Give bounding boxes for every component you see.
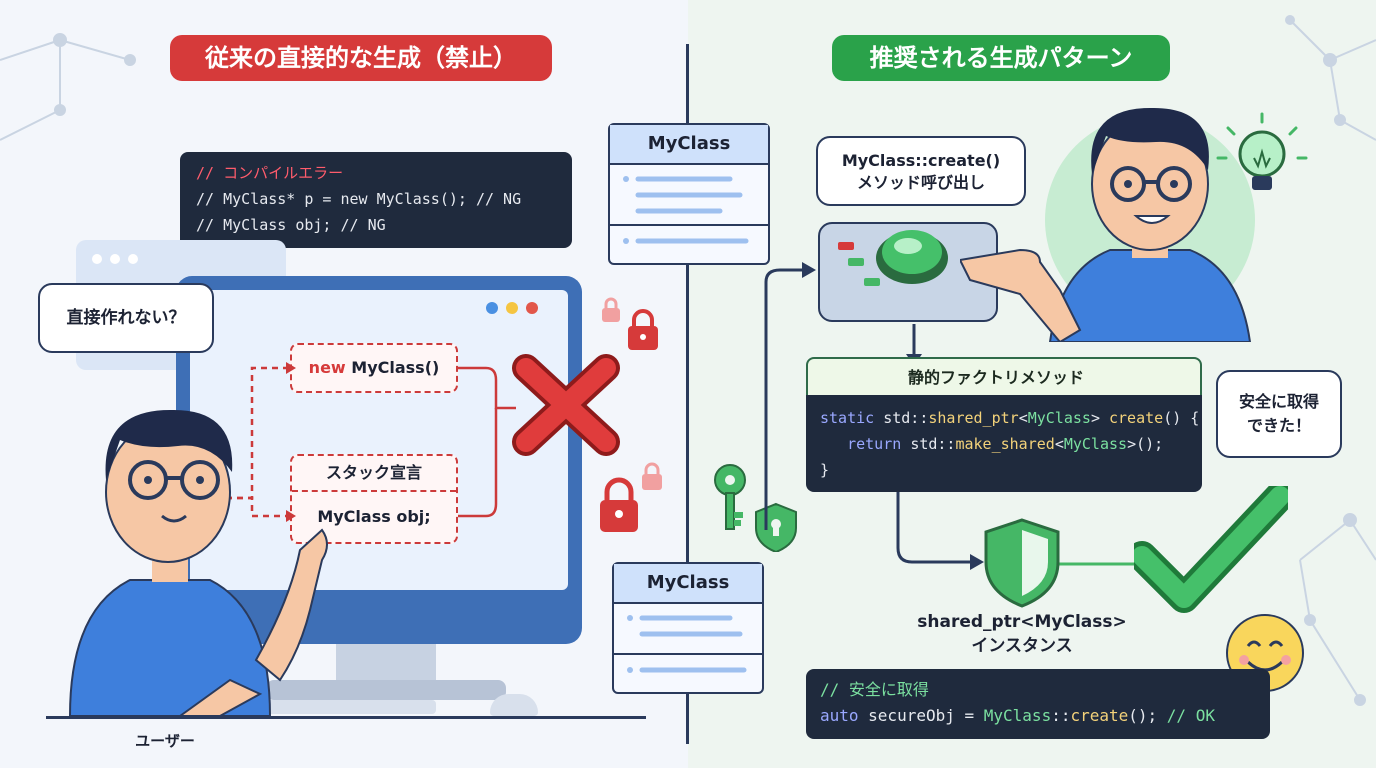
code-line: // MyClass* p = new MyClass(); // NG [196,190,522,208]
create-call-line2: メソッド呼び出し [856,173,985,192]
shield-icon [984,518,1060,608]
code-line: // 安全に取得 [820,680,929,699]
safe-usage-code: // 安全に取得 auto secureObj = MyClass::creat… [806,669,1270,739]
new-target: MyClass() [351,358,440,377]
code-token: >(); [1127,435,1164,453]
lock-icon [602,297,658,350]
instance-caption: shared_ptr<MyClass> インスタンス [902,610,1142,658]
lock-icon [600,462,662,532]
card-title: MyClass [610,125,768,165]
code-line: static std::shared_ptr<MyClass> create()… [820,405,1199,431]
code-token: std:: [910,435,956,453]
code-token: MyClass [983,706,1052,725]
safe-speech-bubble: 安全に取得 できた！ [1216,370,1342,458]
new-myclass-box: new MyClass() [290,343,458,393]
instance-label: インスタンス [971,636,1073,656]
card-lines-decoration [614,615,762,673]
code-token: make_shared [955,435,1055,453]
code-line: auto secureObj = MyClass::create(); // O… [820,703,1256,729]
code-token: (); [1128,706,1167,725]
stack-value: MyClass obj; [317,507,431,526]
code-token: std:: [883,409,929,427]
lightbulb-icon [1216,112,1308,190]
code-token: < [1054,435,1064,453]
right-title: 推奨される生成パターン [832,35,1170,81]
user-caption: ユーザー [135,732,195,750]
new-keyword: new [308,358,346,377]
code-token: () { [1163,409,1200,427]
factory-code: static std::shared_ptr<MyClass> create()… [806,395,1202,492]
code-token: :: [1051,706,1071,725]
compile-error-code: // コンパイルエラー // MyClass* p = new MyClass(… [180,152,572,248]
desk-line [46,716,646,719]
forbidden-x-icon [512,354,620,456]
safe-line1: 安全に取得 [1238,392,1319,411]
card-title: MyClass [614,564,762,604]
left-title: 従来の直接的な生成（禁止） [170,35,552,81]
code-token: shared_ptr [928,409,1019,427]
monitor-stand [336,644,436,684]
code-token: > [1090,409,1100,427]
safe-line2: できた！ [1246,416,1311,435]
create-button-icon [876,230,948,284]
code-token: < [1018,409,1028,427]
code-token: MyClass [1027,409,1091,427]
code-token: create [1109,409,1164,427]
center-divider [686,44,689,744]
instance-type: shared_ptr<MyClass> [917,612,1127,632]
checkmark-icon [1134,486,1288,613]
monitor-base [266,680,506,700]
user-illustration [68,409,328,716]
code-token: create [1070,706,1129,725]
code-token: // OK [1166,706,1215,725]
window-controls-icon [486,302,538,314]
code-line: // コンパイルエラー [196,164,344,182]
key-icon [714,464,797,552]
code-line: // MyClass obj; // NG [196,216,386,234]
code-line: } [820,461,830,479]
developer-illustration [960,107,1255,342]
code-token: return [847,435,902,453]
stack-title: スタック宣言 [292,456,456,492]
user-speech-bubble: 直接作れない？ [38,283,214,353]
myclass-card-bottom: MyClass [612,562,764,694]
code-token: secureObj = [858,706,984,725]
mouse [490,694,538,716]
create-call-bubble: MyClass::create() メソッド呼び出し [816,136,1026,206]
myclass-card-top: MyClass [608,123,770,265]
code-token: MyClass [1063,435,1128,453]
create-call-line1: MyClass::create() [841,151,1001,170]
forbidden-connectors [226,362,516,522]
factory-title: 静的ファクトリメソッド [806,357,1202,397]
code-line: return std::make_shared<MyClass>(); [820,431,1188,457]
stack-declaration-box: スタック宣言 MyClass obj; [290,454,458,544]
code-token: static [820,409,875,427]
card-lines-decoration [610,176,768,244]
code-token: auto [820,706,859,725]
